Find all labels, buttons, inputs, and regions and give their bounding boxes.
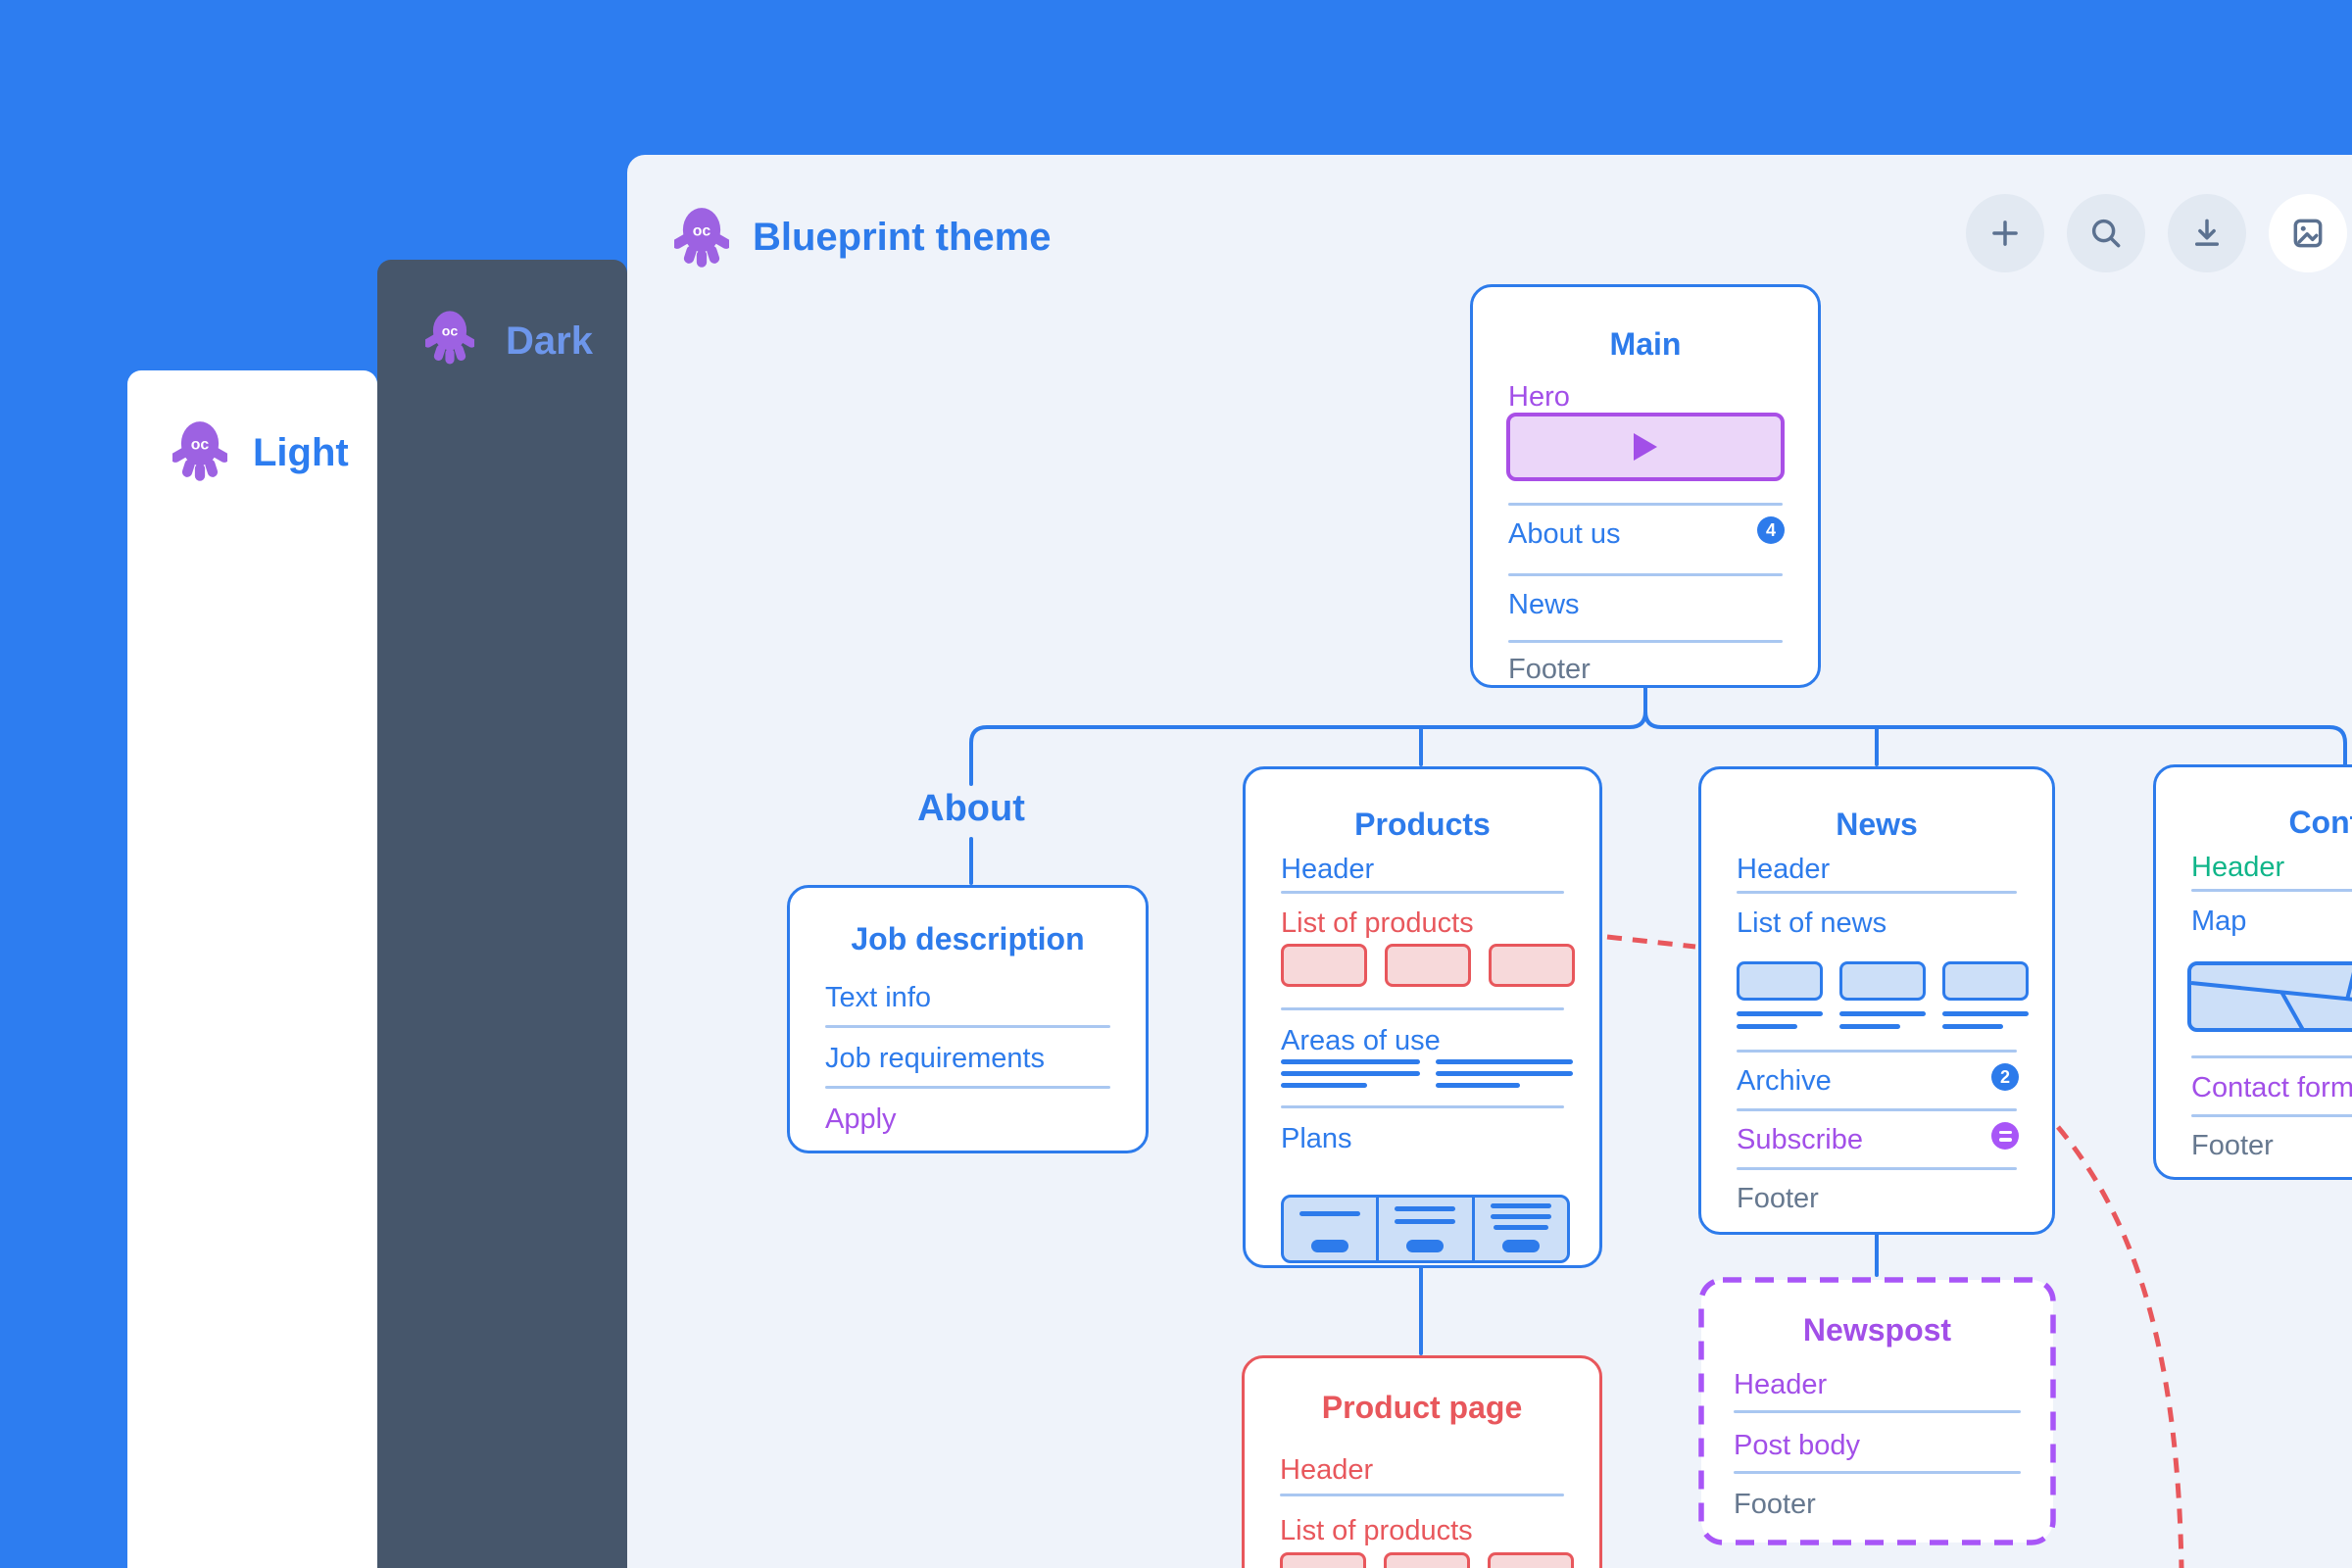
news-cards-placeholder xyxy=(1737,961,2029,1029)
card-title: News xyxy=(1836,807,1918,842)
octopus-logo-icon xyxy=(172,417,227,484)
contact-item-header[interactable]: Header xyxy=(2191,852,2285,883)
news-item-archive[interactable]: Archive xyxy=(1737,1065,1832,1097)
download-button[interactable] xyxy=(2168,194,2246,272)
sitemap-card-contact[interactable]: Contact Header Map Contact form Footer xyxy=(2153,764,2352,1180)
news-item-footer[interactable]: Footer xyxy=(1737,1183,1819,1214)
image-export-button[interactable] xyxy=(2269,194,2347,272)
sitemap-card-newspost[interactable]: Newspost Header Post body Footer xyxy=(1698,1277,2056,1545)
text-lines-placeholder xyxy=(1281,1059,1573,1095)
pricing-table-placeholder xyxy=(1281,1195,1570,1263)
product-page-item-list[interactable]: List of products xyxy=(1280,1515,1473,1546)
products-item-header[interactable]: Header xyxy=(1281,854,1375,885)
sitemap-card-products[interactable]: Products Header List of products Areas o… xyxy=(1243,766,1602,1268)
theme-label-light: Light xyxy=(253,431,349,474)
image-icon xyxy=(2293,219,2323,248)
play-icon xyxy=(1634,433,1657,461)
plus-icon xyxy=(1992,220,2018,246)
theme-panel-dark[interactable] xyxy=(377,260,627,1568)
hero-video-placeholder[interactable] xyxy=(1506,413,1785,481)
about-us-count-badge: 4 xyxy=(1757,516,1785,544)
products-item-areas[interactable]: Areas of use xyxy=(1281,1025,1441,1056)
card-title: Newspost xyxy=(1802,1312,1952,1348)
job-item-requirements[interactable]: Job requirements xyxy=(825,1043,1046,1074)
newspost-item-header[interactable]: Header xyxy=(1734,1369,1828,1400)
map-placeholder xyxy=(2187,961,2352,1032)
sitemap-card-product-page[interactable]: Product page Header List of products xyxy=(1242,1355,1602,1568)
add-page-button[interactable] xyxy=(1966,194,2044,272)
card-title: Product page xyxy=(1321,1390,1523,1425)
octopus-logo-icon xyxy=(674,204,729,270)
main-item-footer[interactable]: Footer xyxy=(1508,654,1591,685)
product-cards-placeholder xyxy=(1280,1552,1574,1568)
sitemap-card-main[interactable]: Main Hero About us 4 News Footer xyxy=(1470,284,1821,688)
main-item-about-us[interactable]: About us xyxy=(1508,518,1621,550)
product-page-item-header[interactable]: Header xyxy=(1280,1454,1374,1486)
main-item-hero[interactable]: Hero xyxy=(1508,381,1570,413)
job-item-apply[interactable]: Apply xyxy=(825,1103,897,1135)
job-item-text-info[interactable]: Text info xyxy=(825,982,931,1013)
products-item-list[interactable]: List of products xyxy=(1281,907,1474,939)
newspost-item-post-body[interactable]: Post body xyxy=(1734,1430,1860,1461)
download-icon xyxy=(2194,219,2220,246)
subscribe-equals-badge xyxy=(1991,1122,2019,1150)
news-item-subscribe[interactable]: Subscribe xyxy=(1737,1124,1863,1155)
newspost-item-footer[interactable]: Footer xyxy=(1734,1489,1816,1520)
news-item-header[interactable]: Header xyxy=(1737,854,1831,885)
theme-label-blueprint: Blueprint theme xyxy=(753,216,1052,259)
sitemap-card-news[interactable]: News Header List of news Archive 2 Subsc… xyxy=(1698,766,2055,1235)
card-title: Job description xyxy=(851,921,1085,956)
products-item-plans[interactable]: Plans xyxy=(1281,1123,1352,1154)
news-item-list[interactable]: List of news xyxy=(1737,907,1887,939)
contact-item-map[interactable]: Map xyxy=(2191,906,2247,937)
card-title: Products xyxy=(1354,807,1491,842)
theme-panel-light[interactable] xyxy=(127,370,377,1568)
contact-item-form[interactable]: Contact form xyxy=(2191,1072,2352,1103)
sitemap-card-job-description[interactable]: Job description Text info Job requiremen… xyxy=(787,885,1149,1153)
card-title: Main xyxy=(1609,326,1682,362)
theme-label-dark: Dark xyxy=(506,319,593,363)
contact-item-footer[interactable]: Footer xyxy=(2191,1130,2274,1161)
card-title: Contact xyxy=(2288,805,2352,840)
search-button[interactable] xyxy=(2067,194,2145,272)
archive-count-badge: 2 xyxy=(1991,1063,2019,1091)
main-item-news[interactable]: News xyxy=(1508,589,1580,620)
sitemap-node-about[interactable]: About xyxy=(917,788,1025,829)
search-icon xyxy=(2091,219,2121,248)
octopus-logo-icon xyxy=(425,308,474,367)
product-cards-placeholder xyxy=(1281,944,1575,987)
